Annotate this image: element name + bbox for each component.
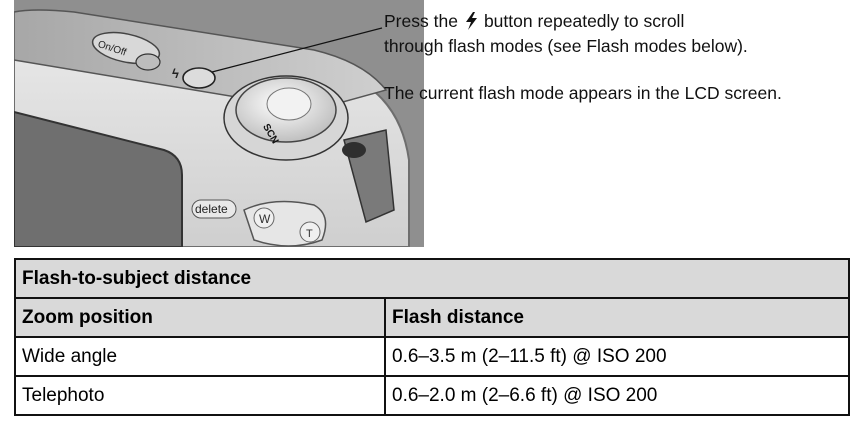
- cell-zoom: Wide angle: [14, 336, 386, 377]
- flash-distance-table: Flash-to-subject distance Zoom position …: [14, 258, 850, 416]
- delete-label: delete: [195, 202, 228, 216]
- camera-drawing: On/Off ϟ SCN W T delete: [14, 0, 424, 247]
- callout-leader-line: [211, 27, 383, 73]
- zoom-wide-button: [253, 207, 275, 229]
- flash-button-glyph: ϟ: [172, 66, 179, 81]
- header-flash-distance: Flash distance: [384, 297, 850, 338]
- header-zoom-position: Zoom position: [14, 297, 386, 338]
- strap-loop: [342, 142, 366, 158]
- cell-distance: 0.6–3.5 m (2–11.5 ft) @ ISO 200: [384, 336, 850, 377]
- lcd-callout: The current flash mode appears in the LC…: [384, 83, 782, 103]
- camera-illustration: On/Off ϟ SCN W T delete: [14, 0, 424, 247]
- table-header-row: Zoom position Flash distance: [14, 297, 850, 338]
- shutter-release: [266, 87, 312, 121]
- cell-zoom: Telephoto: [14, 375, 386, 416]
- zoom-tele-button: [299, 221, 321, 243]
- lcd-screen: [14, 110, 183, 247]
- table-row: Telephoto 0.6–2.0 m (2–6.6 ft) @ ISO 200: [14, 375, 850, 416]
- table-title-row: Flash-to-subject distance: [14, 258, 850, 299]
- callout-line-2: through flash modes (see Flash modes bel…: [384, 36, 748, 56]
- shutter-button: [135, 53, 161, 71]
- delete-button: [191, 199, 237, 219]
- flash-button: [182, 67, 216, 89]
- table-row: Wide angle 0.6–3.5 m (2–11.5 ft) @ ISO 2…: [14, 336, 850, 377]
- table-title: Flash-to-subject distance: [14, 258, 850, 299]
- lightning-bolt-icon: [464, 12, 478, 35]
- zoom-wide-label: W: [259, 212, 271, 226]
- zoom-tele-label: T: [306, 228, 313, 240]
- cell-distance: 0.6–2.0 m (2–6.6 ft) @ ISO 200: [384, 375, 850, 416]
